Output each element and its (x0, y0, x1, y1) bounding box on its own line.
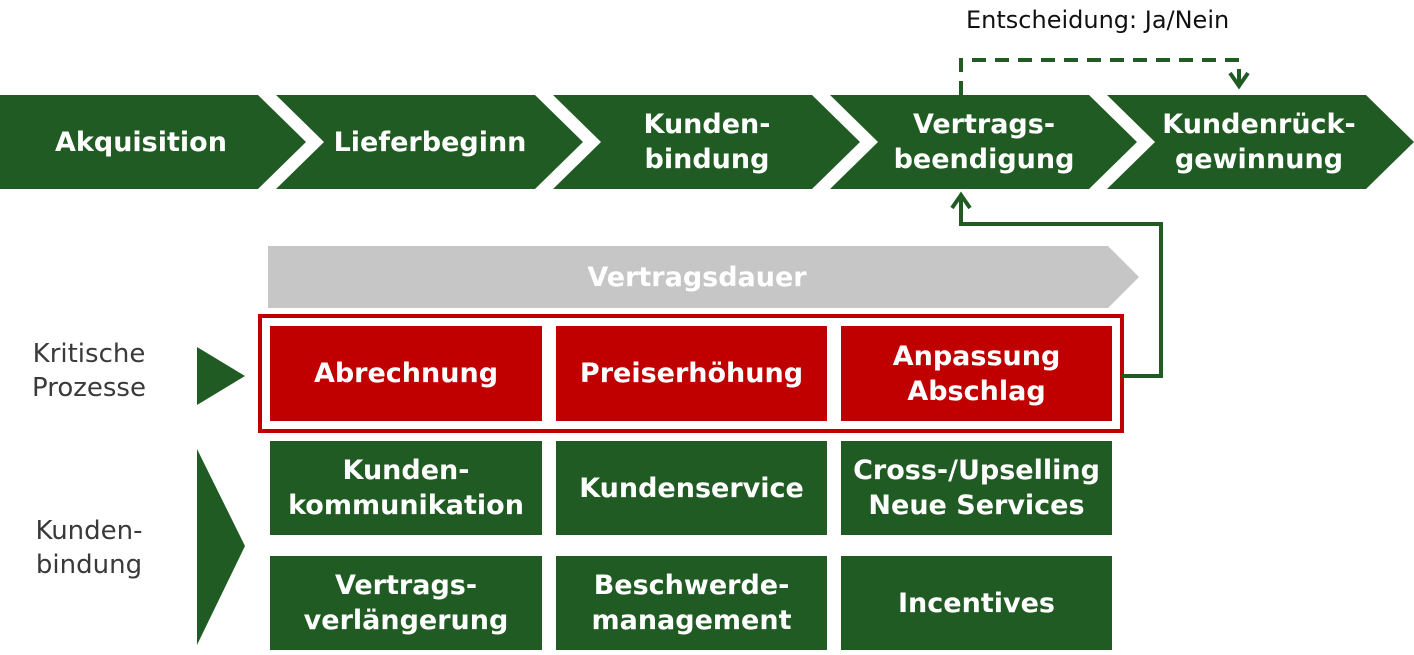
critical-triangle-icon (197, 347, 245, 405)
chevron-label-vertragsbeendigung: Vertrags- beendigung (893, 109, 1075, 175)
retention-box-kundenkommunikation: Kunden- kommunikation (270, 441, 542, 535)
decision-label: Entscheidung: Ja/Nein (966, 6, 1230, 34)
chevron-vertragsbeendigung (830, 95, 1137, 189)
critical-box-abrechnung: Abrechnung (270, 326, 542, 421)
chevron-label-lieferbeginn: Lieferbeginn (333, 126, 527, 158)
chevron-lieferbeginn (276, 95, 583, 189)
retention-box-kundenservice: Kundenservice (556, 441, 827, 535)
decision-arrowhead-icon (1228, 71, 1250, 90)
decision-dashed-connector (959, 58, 1241, 95)
retention-triangle-icon (197, 449, 245, 645)
critical-frame (258, 314, 1124, 433)
retention-box-vertragsverlaengerung: Vertrags- verlängerung (270, 556, 542, 650)
chevron-label-kundenrueckgewinnung: Kundenrück- gewinnung (1162, 109, 1356, 175)
critical-box-preiserhoehung: Preiserhöhung (556, 326, 827, 421)
feedback-arrowhead-icon (950, 191, 972, 210)
retention-box-beschwerdemanagement: Beschwerde- management (556, 556, 827, 650)
duration-arrow (268, 246, 1139, 308)
chevron-label-akquisition: Akquisition (55, 126, 227, 158)
chevron-label-kundenbindung: Kunden- bindung (643, 109, 771, 175)
critical-processes-label: Kritische Prozesse (32, 339, 146, 403)
customer-retention-label: Kunden- bindung (35, 516, 143, 580)
chevron-kundenrueckgewinnung (1107, 95, 1414, 189)
chevron-kundenbindung (553, 95, 860, 189)
critical-box-anpassung-abschlag: Anpassung Abschlag (841, 326, 1112, 421)
feedback-connector (959, 196, 1163, 378)
chevron-akquisition (0, 95, 306, 189)
retention-box-incentives: Incentives (841, 556, 1112, 650)
retention-box-cross-upselling: Cross-/Upselling Neue Services (841, 441, 1112, 535)
duration-label: Vertragsdauer (587, 261, 807, 293)
